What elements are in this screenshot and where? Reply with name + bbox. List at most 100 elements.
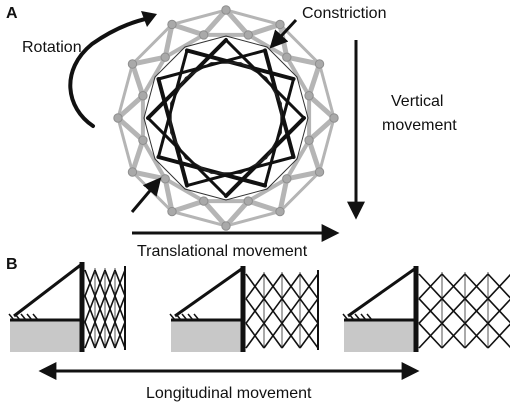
- black-strut: [224, 116, 306, 198]
- lattice-member: [94, 295, 106, 323]
- vertical-label-line1: Vertical: [391, 93, 443, 110]
- dodecagon-cable: [143, 35, 309, 201]
- joint-sphere: [199, 30, 209, 40]
- lattice-member: [281, 298, 301, 324]
- lattice-member: [114, 295, 126, 323]
- lattice-member: [94, 321, 106, 349]
- joint-sphere: [329, 113, 339, 123]
- outer-strut: [169, 198, 207, 215]
- lattice-member: [245, 298, 265, 324]
- constriction-arrow-top: [269, 18, 298, 49]
- joint-sphere: [113, 113, 123, 123]
- lattice-member: [464, 322, 489, 349]
- inner-dodecagon-cable: [143, 35, 309, 201]
- joint-sphere: [221, 5, 231, 15]
- lattice-member: [418, 298, 443, 324]
- hatch-mark: [366, 313, 373, 321]
- lattice-member: [464, 273, 489, 300]
- constriction-label: Constriction: [302, 5, 386, 22]
- ground-block: [344, 320, 416, 352]
- hatch-mark: [169, 313, 176, 321]
- inner-ring-cable: [170, 62, 282, 174]
- lattice-member: [299, 322, 319, 349]
- outer-strut: [162, 176, 175, 215]
- lattice-member: [464, 298, 489, 324]
- black-strut: [146, 116, 228, 198]
- lattice-member: [114, 321, 126, 349]
- outer-strut: [284, 169, 323, 182]
- stage-compressed: [8, 262, 126, 352]
- lattice-member: [245, 273, 265, 300]
- hatch-mark: [342, 313, 349, 321]
- translational-label: Translational movement: [137, 243, 308, 260]
- joint-sphere: [167, 19, 177, 30]
- lattice-member: [104, 321, 116, 349]
- vertical-label-line2: movement: [382, 117, 457, 134]
- lattice-member: [263, 322, 283, 349]
- diagonal-brace: [13, 262, 83, 318]
- outer-strut: [115, 93, 146, 121]
- hatch-mark: [8, 313, 15, 321]
- stage-intermediate: [169, 266, 319, 352]
- joint-spheres: [113, 5, 339, 231]
- diagonal-brace: [347, 266, 417, 318]
- lattice-member: [487, 323, 510, 349]
- outer-strut: [223, 7, 251, 38]
- outer-strut: [277, 176, 290, 215]
- joint-sphere: [282, 52, 292, 62]
- outer-strut: [201, 7, 229, 38]
- black-strut: [156, 155, 267, 188]
- black-strut: [185, 155, 296, 188]
- tensegrity-structure: [113, 5, 339, 231]
- joint-sphere: [160, 174, 170, 184]
- rotation-arrow-head: [141, 11, 157, 27]
- black-strut: [156, 48, 189, 159]
- outer-strut: [306, 115, 337, 143]
- ground-block: [171, 320, 243, 352]
- outer-strut: [284, 54, 323, 67]
- lattice-member: [281, 273, 301, 300]
- lattice-member: [299, 273, 319, 300]
- hatch-mark: [193, 313, 200, 321]
- diagonal-brace: [174, 266, 244, 318]
- lattice-member: [441, 273, 466, 300]
- joint-sphere: [127, 167, 138, 177]
- outer-strut: [306, 93, 337, 121]
- hatch-mark: [354, 313, 361, 321]
- lattice-member: [263, 298, 283, 324]
- hatch-mark: [32, 313, 39, 321]
- joint-sphere: [275, 206, 285, 217]
- outer-strut: [129, 137, 146, 175]
- joint-sphere: [314, 59, 325, 69]
- hatch-mark: [20, 313, 27, 321]
- joint-sphere: [127, 59, 138, 69]
- lattice-member: [245, 322, 265, 349]
- outer-strut: [245, 198, 283, 215]
- panel-a-letter: A: [6, 5, 18, 22]
- outer-strut: [129, 61, 146, 99]
- rotation-arrow: [68, 16, 152, 128]
- lattice-member: [299, 298, 319, 324]
- joint-sphere: [243, 30, 253, 40]
- rotation-label: Rotation: [22, 39, 82, 56]
- lattice-member: [94, 269, 106, 297]
- black-strut: [263, 77, 296, 188]
- outer-strut: [306, 137, 323, 175]
- joint-sphere: [160, 52, 170, 62]
- stage-extended: [342, 266, 510, 352]
- lattice-member: [487, 298, 510, 324]
- outer-strut: [162, 21, 175, 60]
- lattice-member: [418, 322, 443, 349]
- black-strut: [224, 38, 306, 120]
- constriction-arrow-bottom: [130, 177, 162, 213]
- outer-strut: [129, 54, 168, 67]
- black-strut: [263, 48, 296, 159]
- joint-sphere: [282, 174, 292, 184]
- outer-strut: [306, 61, 323, 99]
- black-star-polygon-b: [146, 38, 306, 198]
- joint-sphere: [167, 206, 177, 217]
- lattice-member: [418, 273, 443, 300]
- lattice-member: [441, 322, 466, 349]
- joint-sphere: [199, 196, 209, 206]
- panel-b-letter: B: [6, 256, 18, 273]
